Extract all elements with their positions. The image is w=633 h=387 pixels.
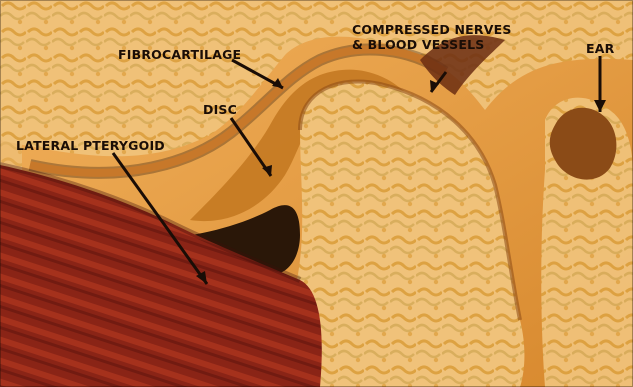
label-compressed-nerves-blood-vessels: COMPRESSED NERVES & BLOOD VESSELS bbox=[352, 22, 512, 52]
label-lateral-pterygoid: LATERAL PTERYGOID bbox=[16, 138, 165, 153]
label-fibrocartilage: FIBROCARTILAGE bbox=[118, 47, 241, 62]
label-disc: DISC bbox=[203, 102, 237, 117]
label-ear: EAR bbox=[586, 41, 614, 56]
